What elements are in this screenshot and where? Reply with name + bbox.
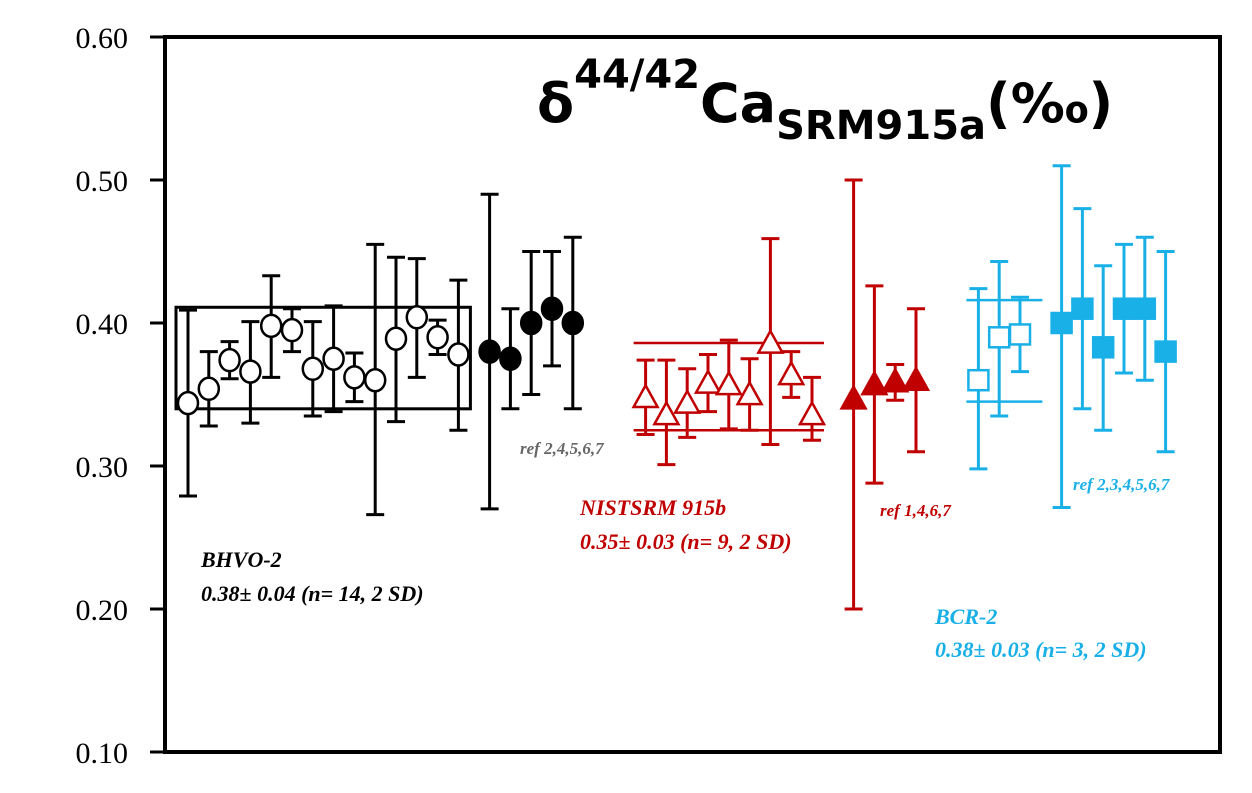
- nist915b-label: NISTSRM 915b: [579, 495, 726, 520]
- data-point-circle: [561, 310, 585, 336]
- data-point-circle: [301, 356, 325, 382]
- data-point-circle: [280, 317, 304, 343]
- data-point-circle: [519, 310, 543, 336]
- data-point-triangle: [860, 369, 889, 396]
- data-point-square: [1071, 297, 1094, 320]
- data-point-circle: [447, 342, 470, 367]
- data-point-circle: [259, 313, 283, 339]
- data-point-circle: [426, 325, 449, 350]
- title-superscript: 44/42: [574, 52, 700, 98]
- data-point-square: [1008, 323, 1032, 346]
- data-point-triangle: [777, 359, 806, 386]
- title-subscript: SRM915a: [776, 103, 986, 149]
- data-point-circle: [239, 359, 262, 384]
- data-point-triangle: [652, 399, 681, 426]
- data-point-circle: [197, 376, 221, 402]
- data-point-circle: [478, 339, 501, 364]
- y-tick-label: 0.10: [76, 737, 129, 770]
- y-tick-label: 0.40: [76, 308, 129, 341]
- title-unit: (‰): [986, 72, 1113, 135]
- ref-label-bcr2: ref 2,3,4,5,6,7: [1073, 475, 1171, 494]
- data-point-circle: [384, 326, 408, 351]
- data-point-triangle: [693, 368, 723, 394]
- data-point-triangle: [714, 369, 743, 396]
- nist915b-stats: 0.35± 0.03 (n= 9, 2 SD): [580, 529, 792, 554]
- data-point-circle: [363, 367, 387, 393]
- data-point-square: [1133, 297, 1157, 320]
- bhvo2-stats: 0.38± 0.04 (n= 14, 2 SD): [201, 581, 424, 606]
- data-point-circle: [218, 347, 241, 373]
- data-point-square: [1050, 311, 1073, 335]
- data-point-triangle: [881, 367, 910, 393]
- plot-frame: [163, 35, 1222, 754]
- data-point-circle: [343, 365, 366, 390]
- y-tick-label: 0.30: [76, 451, 129, 484]
- data-point-triangle: [631, 382, 660, 409]
- chart-title: δ44/42CaSRM915a(‰): [537, 52, 1113, 149]
- data-point-triangle: [735, 379, 764, 406]
- title-delta: δ: [537, 72, 574, 135]
- data-point-square: [987, 326, 1011, 349]
- data-point-circle: [499, 346, 522, 371]
- ref-label-nist915b: ref 1,4,6,7: [880, 501, 952, 520]
- data-point-triangle: [673, 388, 702, 414]
- data-point-circle: [322, 346, 345, 371]
- data-point-square: [1112, 297, 1136, 320]
- bcr2-stats: 0.38± 0.03 (n= 3, 2 SD): [935, 637, 1147, 662]
- data-point-triangle: [839, 384, 868, 410]
- ref-label-bhvo2: ref 2,4,5,6,7: [520, 439, 605, 458]
- data-point-triangle: [901, 365, 931, 392]
- y-tick-marks: [150, 35, 165, 754]
- data-markers: [176, 296, 1177, 426]
- y-tick-label: 0.50: [76, 165, 129, 198]
- title-element: Ca: [700, 72, 776, 135]
- data-point-square: [1154, 340, 1177, 363]
- bcr2-label: BCR-2: [934, 604, 997, 629]
- y-axis: 0.10 0.20 0.30 0.40 0.50 0.60: [76, 22, 129, 770]
- data-point-square: [1091, 336, 1115, 359]
- data-point-circle: [176, 390, 200, 416]
- bhvo2-label: BHVO-2: [200, 547, 282, 572]
- y-tick-label: 0.20: [76, 594, 129, 627]
- data-point-triangle: [797, 399, 827, 426]
- data-point-circle: [540, 296, 564, 321]
- data-point-triangle: [756, 328, 785, 354]
- data-point-circle: [405, 305, 429, 330]
- sd-band-box: [174, 305, 472, 411]
- y-tick-label: 0.60: [76, 22, 129, 55]
- data-point-square: [967, 368, 990, 392]
